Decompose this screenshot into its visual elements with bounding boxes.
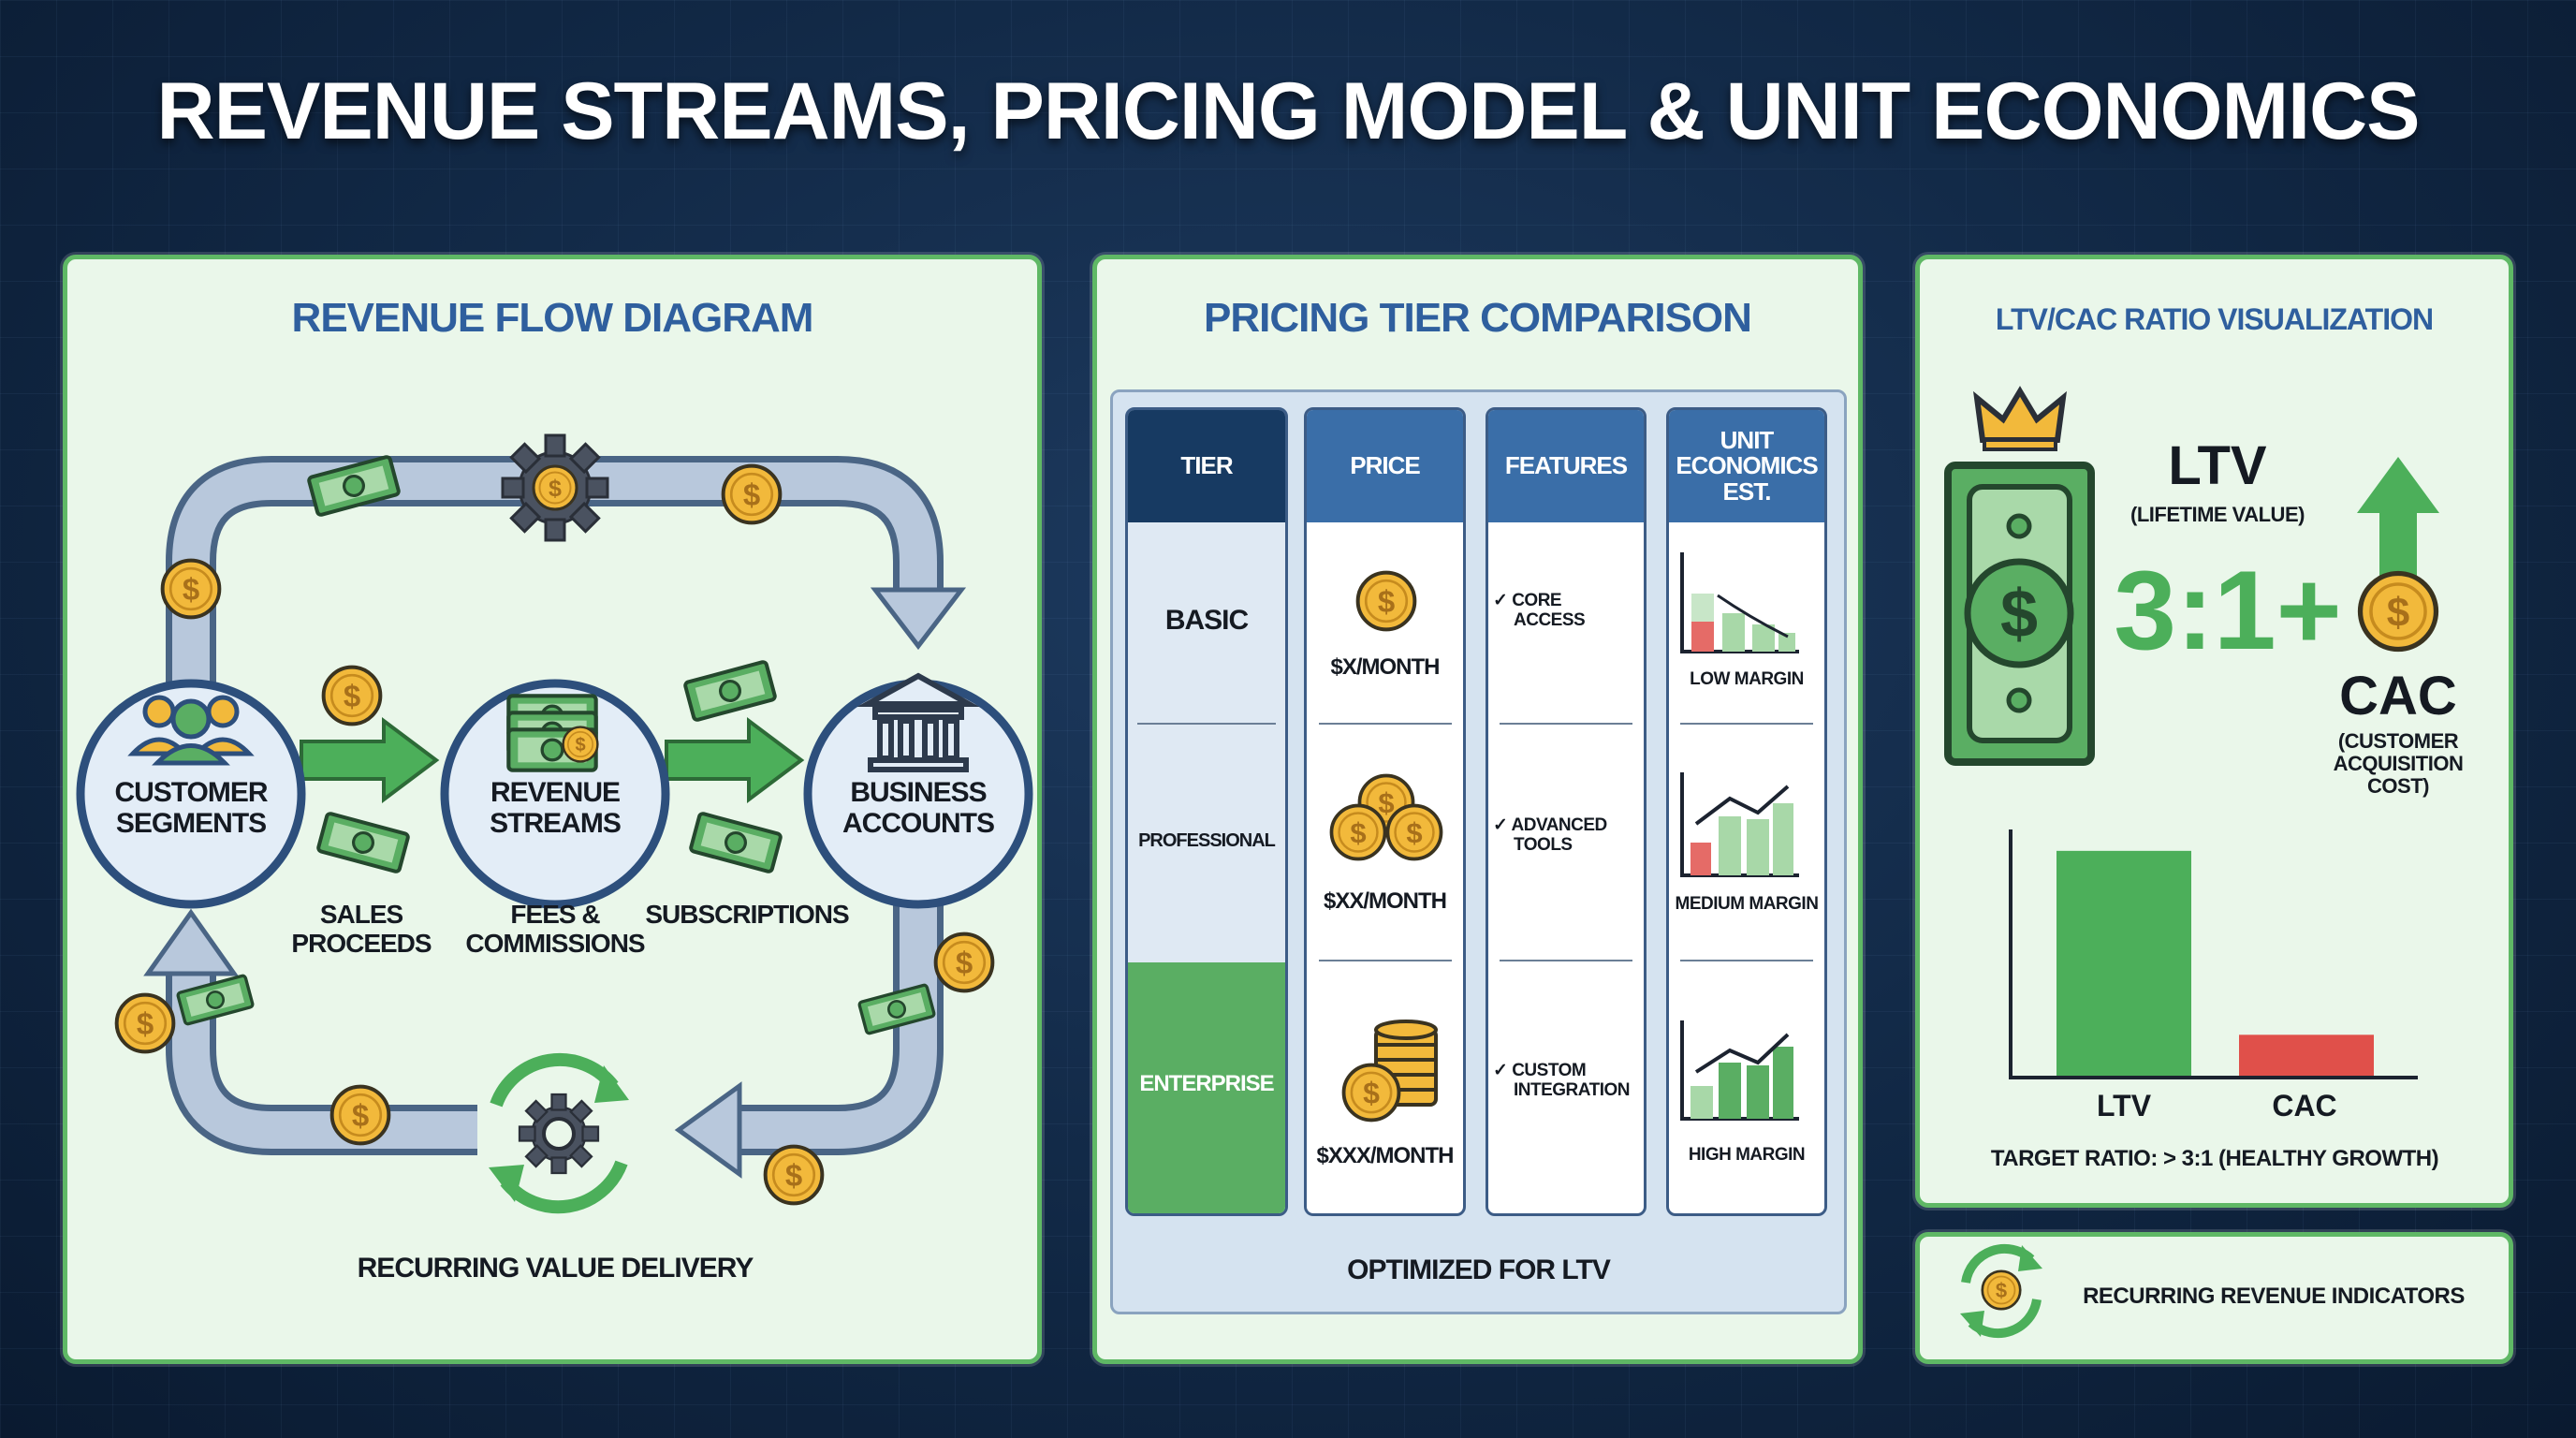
node-label-line: BUSINESS [850,777,987,808]
divider [1500,960,1632,961]
tier-header: TIER [1180,451,1233,480]
node-label-line: CUSTOMER [114,777,268,808]
divider [1137,723,1276,725]
pricing-footer: OPTIMIZED FOR LTV [1347,1255,1611,1285]
divider [1680,723,1813,725]
ltv-label: LTV [2168,435,2267,496]
divider [1319,723,1452,725]
margin-basic: LOW MARGIN [1690,669,1804,689]
bar-label-cac: CAC [2272,1089,2337,1123]
features-header: FEATURES [1504,451,1628,480]
recurring-value-label: RECURRING VALUE DELIVERY [357,1253,754,1284]
divider [1319,960,1452,961]
price-header: PRICE [1350,451,1420,480]
unit-header-line: ECONOMICS [1676,451,1818,480]
tier-column: TIER [1125,407,1288,1216]
tier-basic: BASIC [1164,605,1249,636]
bar-label-ltv: LTV [2096,1089,2152,1123]
price-basic: $X/MONTH [1330,654,1440,680]
price-professional: $XX/MONTH [1323,888,1447,914]
revenue-flow-heading: REVENUE FLOW DIAGRAM [291,295,814,341]
cac-label: CAC [2339,666,2457,726]
enterprise-highlight [1128,962,1285,1213]
ratio-value: 3:1+ [2114,548,2342,673]
price-enterprise: $XXX/MONTH [1316,1143,1454,1168]
node-label-line: ACCOUNTS [842,808,995,839]
recurring-indicators-label: RECURRING REVENUE INDICATORS [2083,1284,2465,1309]
unit-header-line: EST. [1722,477,1772,506]
tier-enterprise: ENTERPRISE [1139,1071,1274,1096]
ltv-full-label: (LIFETIME VALUE) [2130,503,2305,526]
target-ratio-text: TARGET RATIO: > 3:1 (HEALTHY GROWTH) [1990,1146,2439,1171]
margin-professional: MEDIUM MARGIN [1675,894,1819,914]
margin-enterprise: HIGH MARGIN [1688,1145,1806,1165]
subscriptions-label: SUBSCRIPTIONS [645,900,849,929]
divider [1680,960,1813,961]
price-column: PRICE [1304,407,1466,1216]
page-title: REVENUE STREAMS, PRICING MODEL & UNIT EC… [156,66,2421,156]
features-column: FEATURES [1486,407,1647,1216]
unit-header-line: UNIT [1720,426,1775,455]
divider [1500,723,1632,725]
fees-commissions-label: FEES &COMMISSIONS [465,900,645,958]
ltv-heading: LTV/CAC RATIO VISUALIZATION [1995,302,2434,336]
node-label-line: SEGMENTS [115,808,267,839]
tier-professional: PROFESSIONAL [1138,830,1276,851]
node-label-line: STREAMS [490,808,622,839]
pricing-heading: PRICING TIER COMPARISON [1204,295,1752,341]
node-label-line: REVENUE [490,777,621,808]
